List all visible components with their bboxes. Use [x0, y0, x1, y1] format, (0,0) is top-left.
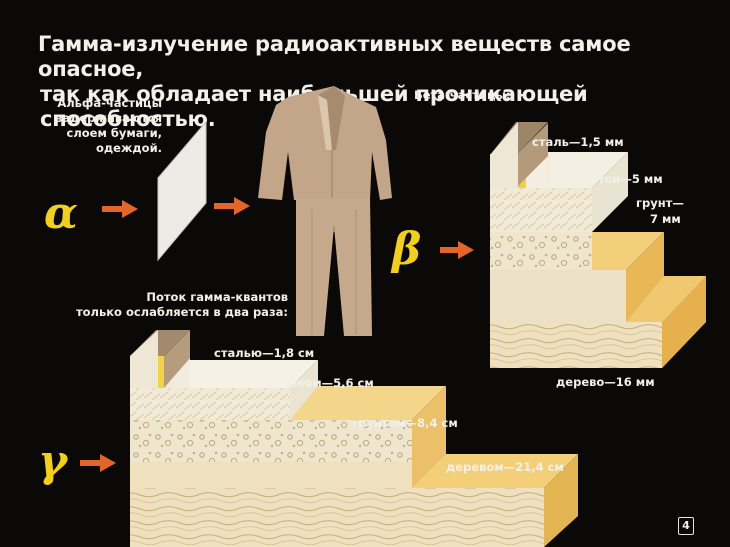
gamma-stairs	[130, 330, 578, 547]
gamma-note: Поток гамма-квантов только ослабляется в…	[66, 290, 288, 320]
alpha-arrow-1	[102, 200, 138, 218]
page-title: Гамма-излучение радиоактивных веществ са…	[38, 32, 708, 132]
alpha-arrow-2	[214, 197, 250, 215]
gamma-label-steel: сталью—1,8 см	[214, 346, 315, 360]
alpha-symbol: α	[44, 188, 78, 239]
paper-sheet	[157, 120, 207, 262]
gamma-symbol: γ	[38, 436, 68, 487]
beta-label-soil-2: 7 мм	[650, 212, 681, 226]
beta-label-soil-1: грунт—	[636, 196, 684, 210]
alpha-note-line-1: Альфа-частицы	[57, 96, 162, 110]
gamma-arrow	[80, 454, 116, 472]
alpha-note-line-3: слоем бумаги,	[66, 126, 162, 140]
suit-image	[258, 86, 392, 336]
beta-label-steel: сталь—1,5 мм	[532, 135, 624, 149]
gamma-label-concrete: бетоном—5,6 см	[266, 376, 374, 390]
gamma-note-line-2: только ослабляется в два раза:	[75, 305, 288, 319]
beta-stairs	[490, 122, 706, 368]
beta-label-concrete: бетон—5 мм	[582, 172, 663, 186]
alpha-note: Альфа-частицы задерживаются слоем бумаги…	[36, 96, 162, 156]
beta-symbol: β	[392, 224, 422, 275]
beta-label-wood: дерево—16 мм	[556, 375, 655, 389]
page-number: 4	[678, 517, 694, 535]
gamma-label-wood: деревом—21,4 см	[446, 460, 564, 474]
beta-arrow	[440, 241, 474, 259]
beta-note: Бета-частицы:	[414, 88, 511, 102]
alpha-note-line-2: задерживаются	[55, 111, 162, 125]
gamma-label-soil: грунтом—8,4 см	[352, 416, 458, 430]
alpha-note-line-4: одеждой.	[95, 141, 162, 155]
gamma-note-line-1: Поток гамма-квантов	[146, 290, 288, 304]
title-line-1: Гамма-излучение радиоактивных веществ са…	[38, 32, 631, 81]
